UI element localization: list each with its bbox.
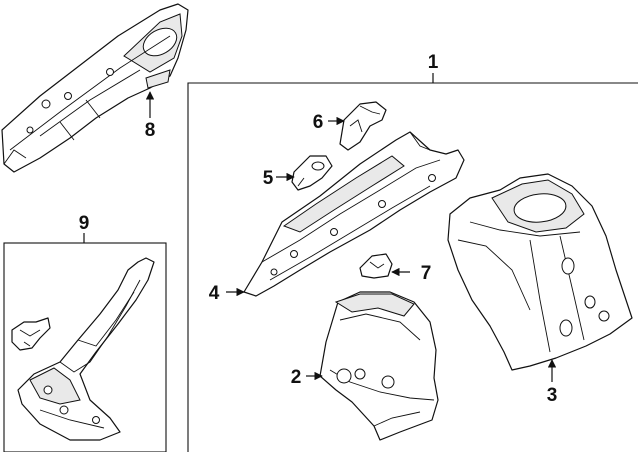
callout-4: 4 — [209, 283, 220, 304]
part-5-plate — [291, 155, 333, 191]
callout-7: 7 — [421, 263, 432, 284]
part-8-upper-rail — [1, 3, 189, 173]
assembly-1-frame — [187, 73, 638, 452]
assembly-9-frame — [3, 233, 167, 452]
callout-1: 1 — [428, 52, 439, 73]
part-4-side-rail — [243, 131, 465, 297]
part-9-assembly — [11, 257, 155, 441]
callout-2: 2 — [291, 367, 302, 388]
part-7-clip — [359, 253, 393, 279]
callout-8: 8 — [145, 120, 156, 141]
callout-6: 6 — [313, 112, 324, 133]
callout-3: 3 — [547, 385, 558, 406]
part-6-bracket — [339, 101, 387, 151]
callout-5: 5 — [263, 168, 274, 189]
part-3-strut-tower — [447, 173, 633, 371]
part-2-wheel-apron — [319, 291, 439, 441]
callout-9: 9 — [79, 213, 90, 234]
